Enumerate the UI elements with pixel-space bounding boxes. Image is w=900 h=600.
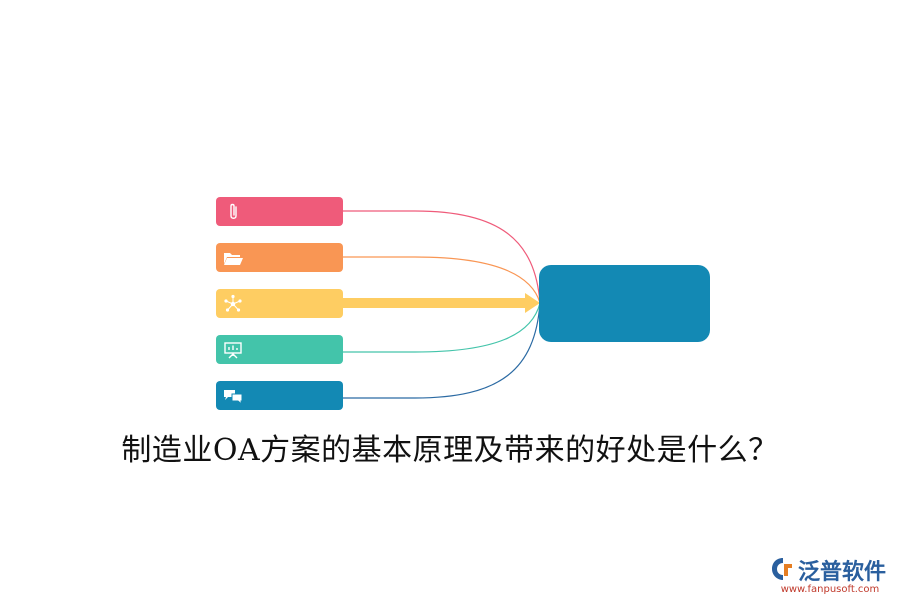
page-title: 制造业OA方案的基本原理及带来的好处是什么？ xyxy=(121,433,779,468)
chat-bubbles-icon xyxy=(224,390,243,406)
connector-line-2 xyxy=(343,256,541,304)
center-node xyxy=(539,265,710,342)
folder-open-icon xyxy=(224,253,243,265)
connector-line-4 xyxy=(343,302,541,353)
presentation-board-icon xyxy=(224,342,242,359)
branch-node-2 xyxy=(216,243,343,272)
connector-line-1 xyxy=(343,210,541,304)
branch-node-5 xyxy=(216,381,343,410)
brand-url: www.fanpusoft.com xyxy=(780,584,880,595)
connector-arrow-3 xyxy=(343,293,540,313)
paperclip-icon xyxy=(230,203,237,219)
branch-node-1 xyxy=(216,197,343,226)
brand-logo: 泛普软件 www.fanpusoft.com xyxy=(770,554,895,596)
connector-line-5 xyxy=(343,302,541,399)
network-icon xyxy=(224,294,242,312)
brand-name: 泛普软件 xyxy=(798,560,887,585)
branch-node-3 xyxy=(216,289,343,318)
branch-node-4 xyxy=(216,335,343,364)
fanpu-logo-icon xyxy=(772,558,792,580)
